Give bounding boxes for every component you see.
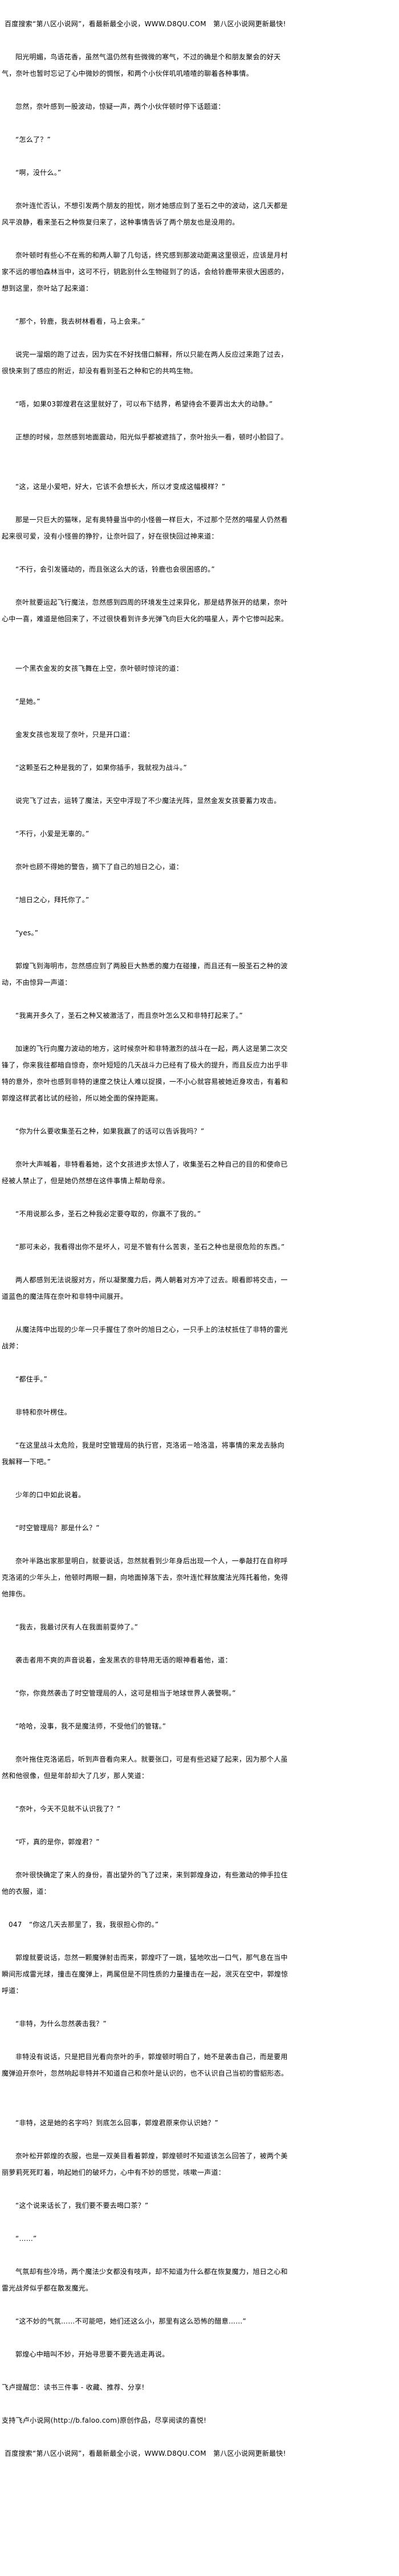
paragraph: “时空管理局？那是什么？” bbox=[15, 1524, 100, 1532]
paragraph: “这不妙的气氛……不可能吧，她们还这么小，那里有这么恐怖的醋意……” bbox=[15, 2317, 246, 2325]
paragraph: “旭日之心，拜托你了。” bbox=[15, 896, 89, 904]
paragraph: “不用说那么多，圣石之种我必定要夺取的，你赢不了我的。” bbox=[15, 1210, 201, 1218]
paragraph: “都住手。” bbox=[15, 1375, 47, 1383]
paragraph: 非特没有说话，只是把目光看向奈叶的手，郭煌顿时明白了，她不是袭击自己，而是要用魔… bbox=[2, 2053, 288, 2077]
paragraph: 047 “你这几天去那里了，我，我很担心你的。” bbox=[9, 1921, 159, 1929]
paragraph: “哈哈，没事，我不是魔法师，不受他们的管辖。” bbox=[15, 1722, 166, 1730]
paragraph: 奈叶就要运起飞行魔法，忽然感到四周的环境发生过来异化，那是结界张开的结果，奈叶心… bbox=[2, 598, 288, 623]
paragraph: “不行，会引发骚动的，而且张这么大的话，铃鹿也会很困惑的。” bbox=[15, 565, 215, 573]
paragraph: “这个说来话长了，我们要不要去喝口茶？” bbox=[15, 2202, 149, 2210]
paragraph: “这，这是小爱吧，好大，它该不会想长大，所以才变成这幅模样？” bbox=[15, 483, 226, 491]
paragraph: “你，你竟然袭击了时空管理局的人，这可是相当于地球世界人袭警啊。” bbox=[15, 1689, 236, 1697]
paragraph: 奈叶大声喊着，非特看着她，这个女孩进步太惊人了，收集圣石之种自己的目的和使命已经… bbox=[2, 1160, 288, 1185]
paragraph: “那可未必，我看得出你不是坏人，可是不管有什么苦衷，圣石之种也是很危险的东西。” bbox=[15, 1243, 285, 1251]
paragraph: 非特和奈叶楞住。 bbox=[15, 1408, 72, 1416]
paragraph: 阳光明媚，鸟语花香，虽然气温仍然有些微微的寒气，不过的确是个和朋友聚会的好天气，… bbox=[2, 53, 281, 78]
paragraph: 忽然，奈叶感到一股波动，惊疑一声，两个小伙伴顿时停下话题道： bbox=[15, 103, 225, 111]
paragraph: “啊，没什么。” bbox=[15, 169, 62, 177]
paragraph: 奈叶拖住克洛诺后，听到声音看向来人。就要张口，可是有些迟疑了起来，因为那个人虽然… bbox=[2, 1755, 288, 1780]
paragraph: “在这里战斗太危险，我是时空管理局的执行官，克洛诺－哈洛温，将事情的来龙去脉向我… bbox=[2, 1441, 284, 1466]
paragraph: “这颗圣石之种是我的了，如果你插手，我就视为战斗。” bbox=[15, 764, 187, 772]
paragraph: 说完飞了过去，运转了魔法，天空中浮现了不少魔法光阵，显然金发女孩要蓄力攻击。 bbox=[15, 797, 281, 805]
paragraph: 袭击者用不爽的声音说着，金发黑衣的非特用无语的眼神看着他，道： bbox=[15, 1656, 232, 1664]
site-banner-top: 百度搜索“第八区小说网”，看最新最全小说，WWW.D8QU.COM 第八区小说网… bbox=[5, 20, 286, 28]
paragraph: “我去，我最讨厌有人在我面前耍帅了。” bbox=[15, 1623, 139, 1631]
paragraph: “吓，真的是你，郭煌君？” bbox=[15, 1838, 100, 1846]
paragraph: 金发女孩也发现了奈叶，只是开口道： bbox=[15, 731, 135, 739]
paragraph: “怎么了？” bbox=[15, 136, 51, 144]
paragraph: 那是一只巨大的猫咪，足有奥特曼当中的小怪兽一样巨大，不过那个茫然的喵星人仍然看起… bbox=[2, 516, 288, 540]
paragraph: 加速的飞行向魔力波动的地方，这时候奈叶和非特激烈的战斗在一起，两人这是第二次交锋… bbox=[2, 1045, 288, 1102]
paragraph: “不行，小爱是无辜的。” bbox=[15, 830, 89, 838]
paragraph: 奈叶也顾不得她的警告，摘下了自己的旭日之心，道： bbox=[15, 863, 184, 871]
chapter-body: 阳光明媚，鸟语花香，虽然气温仍然有些微微的寒气，不过的确是个和朋友聚会的好天气，… bbox=[2, 49, 290, 2363]
paragraph: “那个，铃鹿，我去树林看看，马上会来。” bbox=[15, 317, 145, 325]
paragraph: “非特，为什么忽然袭击我？” bbox=[15, 2020, 107, 2028]
paragraph: 郭煌就要说话，忽然一颗魔弹射击而来，郭煌吓了一跳，猛地吹出一口气，那气息在当中瞬… bbox=[2, 1954, 288, 1995]
paragraph: 奈叶半路出家那里明白，就要说话，忽然就看到少年身后出现一个人，一拳敲打在自称呼克… bbox=[2, 1557, 288, 1598]
paragraph: “唔，如果03郭煌君在这里就好了，可以布下结界，希望待会不要弄出太大的动静。” bbox=[15, 400, 273, 408]
reminder-line: 飞卢提醒您：读书三件事 - 收藏、推荐、分享! bbox=[2, 2383, 145, 2391]
paragraph: 奈叶顿时有些心不在焉的和两人聊了几句话，终究感到那波动距离这里很近，应该是月村家… bbox=[2, 251, 288, 292]
paragraph: 郭煌心中暗叫不妙，开始寻思要不要先逃走再说。 bbox=[15, 2350, 169, 2358]
paragraph: 奈叶松开郭煌的衣服，也是一双美目看着郭煌，郭煌顿时不知道该怎么回答了，被两个美丽… bbox=[2, 2152, 288, 2176]
paragraph: “是她。” bbox=[15, 698, 40, 706]
paragraph: 少年的口中如此说着。 bbox=[15, 1491, 85, 1499]
paragraph: 两人都感到无法说服对方，所以凝聚魔力后，两人朝着对方冲了过去。眼看即将交击，一道… bbox=[2, 1276, 288, 1301]
paragraph: “奈叶，今天不见就不认识我了？” bbox=[15, 1805, 121, 1813]
paragraph: “你为什么要收集圣石之种，如果我赢了的话可以告诉我吗？” bbox=[15, 1127, 205, 1135]
support-line: 支持飞卢小说网(http://b.faloo.com)原创作品，尽享阅读的喜悦! bbox=[2, 2416, 207, 2424]
site-banner-bottom: 百度搜索“第八区小说网”，看最新最全小说，WWW.D8QU.COM 第八区小说网… bbox=[5, 2449, 286, 2457]
paragraph: 正想的时候，忽然感到地面震动，阳光似乎都被遮挡了，奈叶抬头一看，顿时小脸囧了。 bbox=[15, 433, 288, 441]
paragraph: 奈叶连忙否认，不想引发两个朋友的担忧，刚才她感应到了圣石之中的波动，这几天都是风… bbox=[2, 202, 288, 226]
paragraph: 郭煌飞到海明市，忽然感应到了两股巨大熟悉的魔力在碰撞，而且还有一股圣石之种的波动… bbox=[2, 962, 288, 987]
paragraph: “……” bbox=[15, 2235, 37, 2243]
page: 百度搜索“第八区小说网”，看最新最全小说，WWW.D8QU.COM 第八区小说网… bbox=[2, 20, 290, 2457]
paragraph: “非特，这是她的名字吗？到底怎么回事，郭煌君原来你认识她？” bbox=[15, 2119, 218, 2127]
paragraph: 一个黑衣金发的女孩飞舞在上空，奈叶顿时惊诧的道： bbox=[15, 665, 184, 672]
paragraph: 奈叶很快确定了来人的身份，喜出望外的飞了过来，来到郭煌身边，有些激动的伸手拉住他… bbox=[2, 1871, 288, 1896]
paragraph: 从魔法阵中出现的少年一只手握住了奈叶的旭日之心，一只手上的法杖抵住了非特的雷光战… bbox=[2, 1326, 288, 1350]
paragraph: “我离开多久了，圣石之种又被激活了，而且奈叶怎么又和非特打起来了。” bbox=[15, 1012, 243, 1020]
paragraph: 气氛却有些冷场，两个魔法少女都没有吱声，却不知道为什么都在恢复魔力，旭日之心和雷… bbox=[2, 2268, 288, 2292]
paragraph: “yes。” bbox=[15, 929, 39, 937]
paragraph: 说完一溜烟的跑了过去，因为实在不好找借口解释，所以只能在两人反应过来跑了过去，很… bbox=[2, 350, 288, 375]
